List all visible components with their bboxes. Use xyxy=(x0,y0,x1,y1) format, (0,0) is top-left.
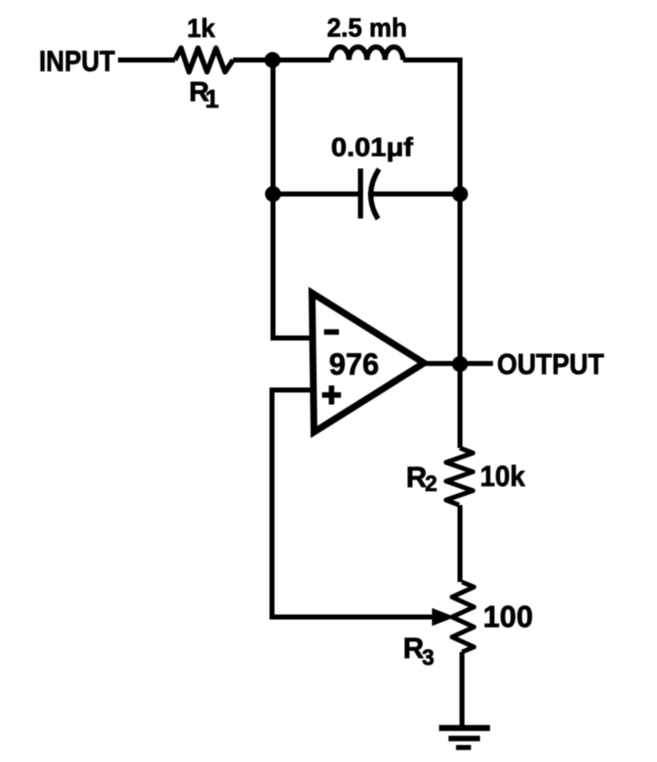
svg-text:1: 1 xyxy=(205,86,219,114)
svg-text:2.5 mh: 2.5 mh xyxy=(327,13,407,43)
svg-text:R: R xyxy=(189,76,209,107)
svg-text:2: 2 xyxy=(425,471,437,496)
svg-text:OUTPUT: OUTPUT xyxy=(497,349,604,381)
svg-text:0.01μf: 0.01μf xyxy=(331,132,413,162)
svg-text:976: 976 xyxy=(329,347,379,382)
svg-text:10k: 10k xyxy=(480,461,526,493)
svg-text:R: R xyxy=(406,462,427,494)
svg-text:100: 100 xyxy=(483,599,533,634)
svg-text:3: 3 xyxy=(422,645,434,670)
svg-text:1k: 1k xyxy=(187,13,216,43)
svg-text:INPUT: INPUT xyxy=(39,46,115,78)
svg-text:R: R xyxy=(403,633,424,665)
